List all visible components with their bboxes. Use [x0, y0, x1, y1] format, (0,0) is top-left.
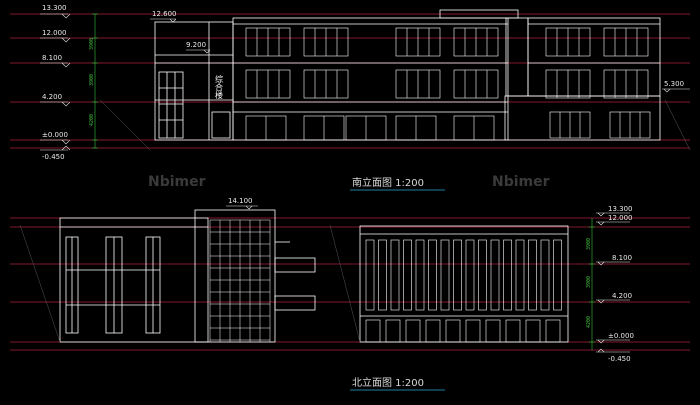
window [515, 239, 525, 311]
watermark-left: Nbimer [148, 174, 206, 190]
south-dim-1: 3900 [89, 38, 95, 50]
south-dim-3: 4200 [89, 114, 95, 126]
south-level-0000: ±0.000 [42, 131, 68, 139]
south-level-8100: 8.100 [42, 54, 62, 62]
window [390, 239, 400, 311]
north-dim-1: 3900 [586, 238, 592, 250]
north-level-8100: 8.100 [612, 254, 632, 262]
south-dimension-chain [92, 13, 98, 149]
north-dim-2: 3900 [586, 276, 592, 288]
north-curtain-wall [209, 219, 271, 342]
north-dimension-chain [589, 218, 595, 350]
north-extra-marker [226, 205, 258, 210]
south-dim-2: 3900 [89, 74, 95, 86]
north-title: 北立面图 1:200 [352, 376, 424, 389]
south-level-minus0450: -0.450 [42, 153, 65, 161]
window [378, 239, 387, 311]
south-label-12600: 12.600 [152, 10, 177, 18]
storefront [385, 319, 401, 343]
window [453, 239, 462, 311]
storefront [465, 319, 481, 343]
window [503, 239, 512, 311]
south-level-markers [40, 13, 71, 151]
storefront [405, 319, 421, 343]
south-title: 南立面图 1:200 [352, 176, 424, 189]
window [365, 239, 375, 311]
storefront [445, 319, 461, 343]
north-building [59, 209, 569, 343]
window [440, 239, 450, 311]
storefront [485, 319, 501, 343]
north-label-14100: 14.100 [228, 197, 253, 205]
north-level-4200: 4.200 [612, 292, 632, 300]
north-level-0000: ±0.000 [608, 332, 634, 340]
north-dim-3: 4200 [586, 316, 592, 328]
south-construction-lines [99, 99, 691, 151]
south-label-9200: 9.200 [186, 41, 206, 49]
window [553, 239, 562, 311]
storefront [525, 319, 541, 343]
south-extra-markers [150, 18, 690, 93]
south-level-4200: 4.200 [42, 93, 62, 101]
south-label-5300: 5.300 [664, 80, 684, 88]
north-construction-lines [19, 224, 361, 343]
watermark-right: Nbimer [492, 174, 550, 190]
window [528, 239, 537, 311]
window [465, 239, 475, 311]
north-level-markers [596, 212, 630, 353]
south-sign-text: 综合楼 [215, 74, 224, 100]
north-level-minus0450: -0.450 [608, 355, 631, 363]
storefront [425, 319, 441, 343]
south-windows [245, 27, 651, 141]
north-level-13300: 13.300 [608, 205, 633, 213]
north-level-labels: 13.300 12.000 8.100 4.200 ±0.000 -0.450 [608, 205, 634, 363]
window [403, 239, 412, 311]
north-windows [365, 239, 562, 343]
south-level-lines [10, 13, 690, 149]
south-level-12000: 12.000 [42, 29, 67, 37]
window [428, 239, 437, 311]
south-level-labels: 13.300 12.000 8.100 4.200 ±0.000 -0.450 [42, 4, 68, 161]
north-level-12000: 12.000 [608, 214, 633, 222]
south-building [154, 9, 661, 141]
window [540, 239, 550, 311]
south-level-13300: 13.300 [42, 4, 67, 12]
window [415, 239, 425, 311]
storefront [365, 319, 381, 343]
storefront [545, 319, 561, 343]
window [490, 239, 500, 311]
window [478, 239, 487, 311]
storefront [505, 319, 521, 343]
